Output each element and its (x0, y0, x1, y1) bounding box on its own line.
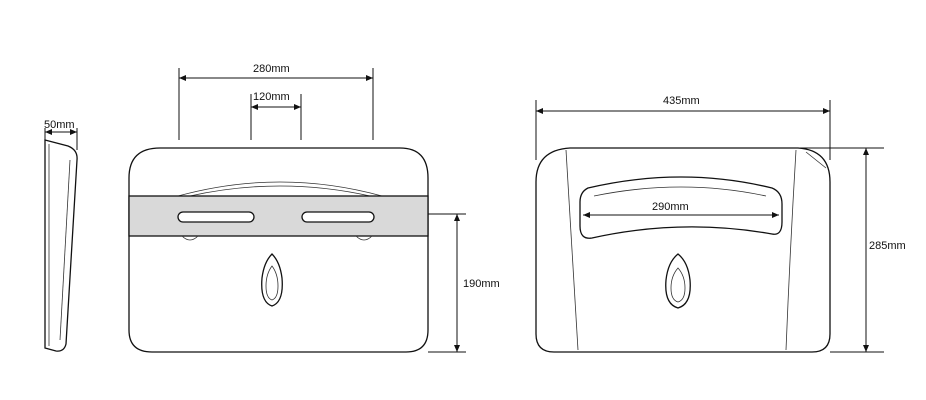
front-height-label: 190mm (463, 278, 500, 290)
open-view-right-panel-inner (805, 151, 827, 169)
open-view-pull-opening-inner (670, 267, 686, 303)
slot-spacing-label: 120mm (253, 91, 290, 103)
side-depth-label: 50mm (44, 119, 75, 131)
side-view-outline (44, 139, 78, 352)
open-view-window-inner (593, 186, 767, 197)
front-width-label: 280mm (253, 63, 290, 75)
side-view-front-edge (59, 159, 71, 341)
front-view-band (128, 195, 429, 237)
front-view: 280mm 120mm 190mm (128, 63, 500, 353)
open-view-window (579, 176, 783, 239)
front-view-slot-left (177, 211, 255, 223)
open-window-label: 290mm (652, 201, 689, 213)
open-view-right-panel-edge (785, 149, 797, 351)
front-view-lid-hump (177, 181, 383, 197)
side-view: 50mm (44, 119, 78, 352)
open-width-label: 435mm (663, 95, 700, 107)
front-view-pull-opening-inner (265, 265, 279, 301)
front-view-clip-left (181, 235, 199, 241)
open-height-label: 285mm (869, 240, 906, 252)
open-view: 290mm 435mm 285mm (535, 95, 906, 353)
open-view-left-panel-edge (565, 149, 579, 351)
front-view-body (128, 147, 429, 353)
front-view-slot-right (301, 211, 375, 223)
front-view-lid-hump-inner (189, 185, 371, 197)
front-view-clip-right (355, 235, 373, 241)
